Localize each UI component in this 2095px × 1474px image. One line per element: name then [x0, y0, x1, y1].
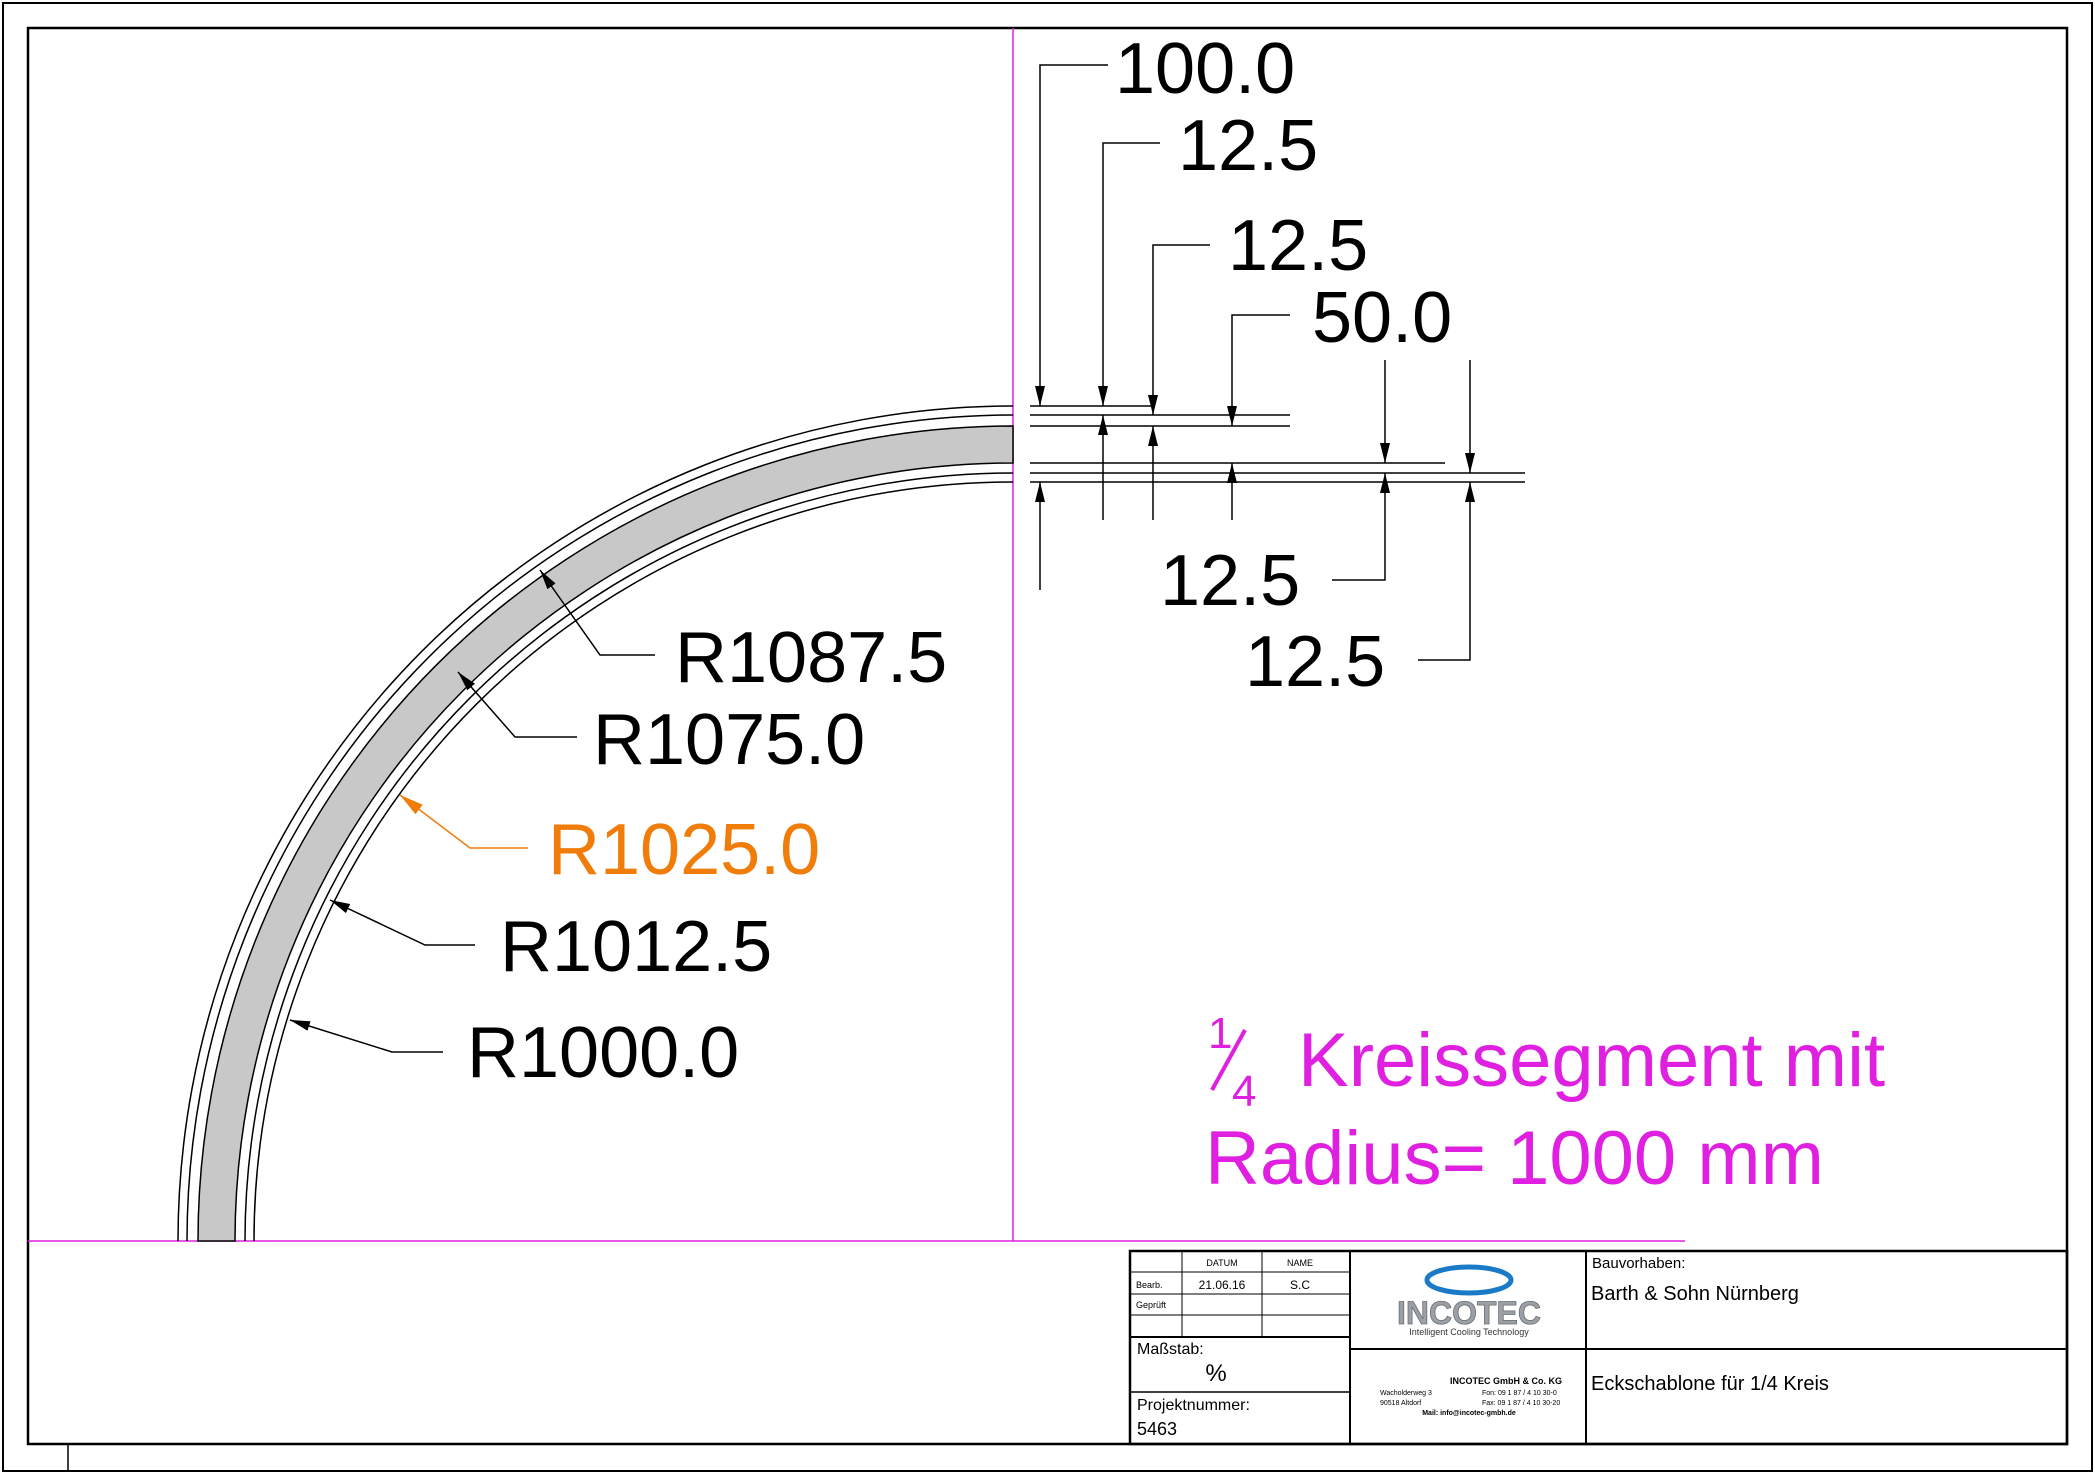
quarter-circle-segment	[177, 405, 1014, 1242]
bauvorhaben-label: Bauvorhaben:	[1592, 1255, 1685, 1272]
radius-label-1075-0: R1075.0	[593, 700, 865, 780]
ring-fill	[197, 425, 1014, 1242]
caption-line-1: Kreissegment mit	[1298, 1018, 1885, 1103]
col-datum-header: DATUM	[1206, 1258, 1237, 1268]
company-name: INCOTEC GmbH & Co. KG	[1450, 1376, 1562, 1386]
row-geprueft-label: Geprüft	[1136, 1300, 1167, 1310]
projekt-label: Projektnummer:	[1137, 1397, 1250, 1414]
caption-fraction-bar	[1210, 1029, 1247, 1091]
dimension-100-0: 100.0	[1115, 29, 1295, 109]
dimension-12-5-c: 12.5	[1160, 541, 1300, 621]
company-fax: Fax: 09 1 87 / 4 10 30-20	[1482, 1400, 1560, 1407]
bearb-datum-value: 21.06.16	[1199, 1278, 1246, 1292]
incotec-logo: INCOTEC Intelligent Cooling Technology	[1397, 1264, 1541, 1337]
radius-leaders	[289, 569, 655, 1053]
radius-label-1025-0: R1025.0	[548, 810, 820, 890]
caption-fraction-numerator: 1	[1208, 1009, 1232, 1058]
col-name-header: NAME	[1287, 1258, 1313, 1268]
bauvorhaben-value: Barth & Sohn Nürnberg	[1591, 1283, 1799, 1305]
company-street: Wacholderweg 3	[1380, 1390, 1432, 1397]
radius-label-1012-5: R1012.5	[500, 907, 772, 987]
company-phone: Fon: 09 1 87 / 4 10 30-0	[1482, 1390, 1557, 1397]
segment-caption: 1 4 Kreissegment mit Radius= 1000 mm	[1205, 1009, 1885, 1201]
dimension-12-5-a: 12.5	[1178, 106, 1318, 186]
bearb-name-value: S.C	[1290, 1278, 1310, 1292]
logo-tagline: Intelligent Cooling Technology	[1409, 1327, 1529, 1337]
drawing-frame	[26, 26, 2069, 1446]
logo-wordmark: INCOTEC	[1397, 1295, 1541, 1331]
caption-fraction-denominator: 4	[1232, 1067, 1256, 1116]
arc-outer-1	[177, 405, 1014, 1242]
dimension-extension-lines	[1030, 405, 1525, 483]
company-city: 90518 Altdorf	[1380, 1400, 1421, 1407]
radius-label-1000-0: R1000.0	[467, 1013, 739, 1093]
logo-swoosh-icon	[1424, 1264, 1514, 1296]
arc-outer-2	[186, 414, 1014, 1242]
arc-inner-2	[253, 481, 1014, 1242]
caption-line-2: Radius= 1000 mm	[1205, 1116, 1824, 1201]
radius-label-1087-5: R1087.5	[675, 618, 947, 698]
arc-inner-1	[244, 472, 1014, 1242]
drawing-description: Eckschablone für 1/4 Kreis	[1591, 1373, 1829, 1395]
company-mail: Mail: info@incotec-gmbh.de	[1422, 1410, 1516, 1417]
row-bearb-label: Bearb.	[1136, 1280, 1163, 1290]
dimension-12-5-d: 12.5	[1245, 622, 1385, 702]
title-block	[1128, 1249, 2069, 1446]
projekt-value: 5463	[1137, 1419, 1177, 1439]
massstab-value: %	[1205, 1360, 1226, 1387]
dimension-12-5-b: 12.5	[1228, 206, 1368, 286]
dimension-50-0: 50.0	[1312, 278, 1452, 358]
massstab-label: Maßstab:	[1137, 1341, 1204, 1358]
dimension-arrows	[1035, 64, 1475, 661]
